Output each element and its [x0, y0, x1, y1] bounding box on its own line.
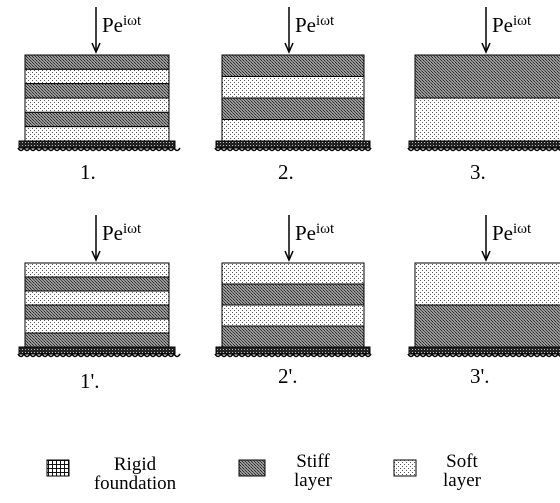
- load-label-exponent: iωt: [123, 13, 142, 29]
- load-label-base: Pe: [102, 13, 123, 37]
- soft-layer: [24, 318, 170, 334]
- panel-1: [17, 7, 181, 152]
- load-label: Peiωt: [295, 14, 334, 36]
- load-label-base: Pe: [492, 13, 513, 37]
- foundation-edge: [407, 146, 560, 152]
- stiff-layer: [24, 332, 170, 348]
- load-label: Peiωt: [102, 14, 141, 36]
- stiff-layer: [24, 276, 170, 292]
- legend-rigid-line1: Rigid: [113, 454, 157, 475]
- rigid-foundation: [408, 140, 560, 149]
- soft-layer: [221, 76, 365, 99]
- soft-layer: [414, 97, 560, 142]
- arrow-head-icon: [284, 250, 294, 262]
- load-label: Peiωt: [102, 222, 141, 244]
- load-label-exponent: iωt: [513, 13, 532, 29]
- load-label-exponent: iωt: [316, 221, 335, 237]
- stiff-layer: [221, 325, 365, 348]
- soft-layer: [221, 304, 365, 327]
- stiff-layer: [24, 54, 170, 70]
- stiff-layer: [221, 97, 365, 120]
- panel-3: [407, 7, 560, 152]
- load-label-base: Pe: [492, 221, 513, 245]
- soft-layer: [24, 97, 170, 113]
- load-label-exponent: iωt: [123, 221, 142, 237]
- soft-layer: [24, 290, 170, 306]
- soft-layer: [221, 119, 365, 142]
- arrow-head-icon: [284, 42, 294, 54]
- load-label: Peiωt: [492, 222, 531, 244]
- panel-label: 3.: [470, 160, 486, 184]
- legend-soft-line2: layer: [443, 470, 481, 491]
- legend-stiff-text: Stiff layer: [274, 452, 352, 490]
- legend-stiff-line2: layer: [294, 470, 332, 491]
- panel-label: 3'.: [470, 364, 490, 388]
- foundation-edge: [214, 146, 372, 152]
- soft-layer: [221, 262, 365, 285]
- panel-2: [214, 7, 372, 152]
- load-label-exponent: iωt: [513, 221, 532, 237]
- rigid-foundation: [18, 140, 176, 149]
- load-label-exponent: iωt: [316, 13, 335, 29]
- panel-1p: [17, 215, 181, 358]
- soft-layer: [24, 262, 170, 278]
- arrow-head-icon: [91, 250, 101, 262]
- legend-soft-swatch: [393, 459, 417, 477]
- load-label-base: Pe: [295, 13, 316, 37]
- legend-rigid-swatch: [46, 459, 70, 477]
- foundation-edge: [17, 352, 181, 358]
- soft-layer: [24, 68, 170, 85]
- legend-soft-text: Soft layer: [420, 452, 504, 490]
- panel-label: 2'.: [278, 364, 298, 388]
- stiff-layer: [221, 283, 365, 306]
- load-label-base: Pe: [295, 221, 316, 245]
- load-label-base: Pe: [102, 221, 123, 245]
- legend-stiff-line1: Stiff: [296, 451, 330, 472]
- rigid-foundation: [408, 346, 560, 355]
- rigid-foundation: [18, 346, 176, 355]
- legend-rigid-text: Rigid foundation: [76, 455, 194, 493]
- stiff-layer: [24, 111, 170, 128]
- legend-soft-line1: Soft: [446, 451, 478, 472]
- panel-label: 1.: [80, 160, 96, 184]
- panel-label: 2.: [278, 160, 294, 184]
- arrow-head-icon: [481, 250, 491, 262]
- stiff-layer: [414, 304, 560, 348]
- foundation-edge: [17, 146, 181, 152]
- panel-3p: [407, 215, 560, 358]
- foundation-edge: [407, 352, 560, 358]
- arrow-head-icon: [91, 42, 101, 54]
- load-label: Peiωt: [295, 222, 334, 244]
- soft-layer: [414, 262, 560, 306]
- legend-stiff-swatch: [238, 459, 266, 477]
- soft-layer: [24, 126, 170, 142]
- stiff-layer: [24, 83, 170, 99]
- load-label: Peiωt: [492, 14, 531, 36]
- stiff-layer: [414, 54, 560, 99]
- arrow-head-icon: [481, 42, 491, 54]
- legend-rigid-line2: foundation: [93, 473, 177, 494]
- panel-2p: [214, 215, 372, 358]
- foundation-edge: [214, 352, 372, 358]
- stiff-layer: [221, 54, 365, 77]
- stiff-layer: [24, 304, 170, 320]
- panel-label: 1'.: [80, 369, 100, 393]
